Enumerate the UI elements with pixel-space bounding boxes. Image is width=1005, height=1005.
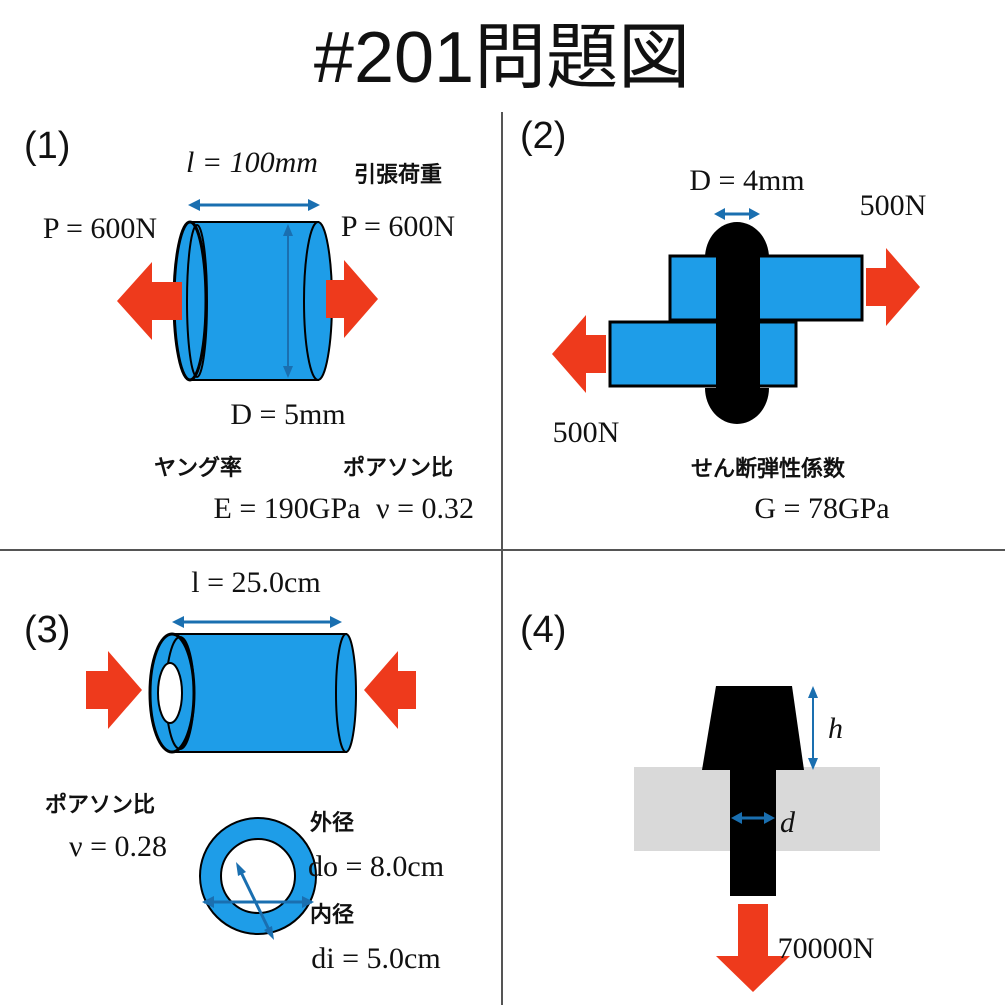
- panel-1-rod-left-face-rim: [186, 224, 208, 378]
- panel-4-bolt-head: [702, 686, 804, 770]
- panel-1-poisson-value: ν = 0.32: [376, 492, 474, 525]
- panel-3-outer-title: 外径: [310, 810, 354, 836]
- panel-2-lower-plate: [608, 320, 798, 388]
- panel-1-load-left: P = 600N: [43, 212, 157, 245]
- panel-3-poisson-title: ポアソン比: [45, 792, 155, 818]
- panel-3-tube-body: [171, 633, 347, 753]
- panel-4-diameter-dim-right-head: [764, 812, 775, 824]
- arrow-left-icon: [117, 262, 182, 340]
- panel-3-poisson-value: ν = 0.28: [69, 830, 167, 863]
- panel-4-diameter-label: d: [780, 806, 796, 839]
- panel-2-diameter-dim-right-head: [749, 208, 760, 220]
- panel-3-length-dim-left-head: [172, 616, 184, 628]
- panel-3-outer-value: do = 8.0cm: [308, 850, 444, 883]
- panel-2-diameter-dim-left-head: [714, 208, 725, 220]
- panel-2-rivet-shank: [716, 256, 760, 388]
- panel-1-young-value: E = 190GPa: [214, 492, 361, 525]
- panel-3-inner-dim-bottom-head: [264, 926, 274, 940]
- arrow-right-icon: [86, 651, 142, 729]
- panel-2: (2) D = 4mm 500N 500N せん断弾性係数 G = 78GPa: [520, 115, 926, 525]
- panel-2-shear-title: せん断弾性係数: [691, 456, 846, 482]
- panel-1: (1) l = 100mm P = 600N 引張荷重 P = 600N D =…: [24, 125, 474, 525]
- panel-4-force-label: 70000N: [778, 932, 875, 965]
- panel-1-diameter-dim-top-head: [283, 224, 293, 236]
- arrow-right-icon: [866, 248, 920, 326]
- panel-4-bolt-shank: [730, 768, 776, 896]
- panel-4: (4) h d 70000N: [520, 609, 880, 992]
- panel-1-rod-body: [189, 221, 319, 381]
- panel-1-young-title: ヤング率: [154, 455, 242, 481]
- panel-3-inner-dim-top-head: [236, 862, 246, 876]
- panel-2-force-right: 500N: [860, 189, 927, 222]
- arrow-down-icon: [716, 904, 790, 992]
- panel-2-rivet-head-bottom: [705, 388, 769, 424]
- panel-1-load-title: 引張荷重: [354, 163, 442, 188]
- panel-1-number: (1): [24, 125, 70, 167]
- panel-1-length-label: l = 100mm: [186, 146, 318, 179]
- panel-1-poisson-title: ポアソン比: [343, 455, 453, 481]
- panel-1-diameter-label: D = 5mm: [230, 398, 345, 431]
- panel-2-shear-value: G = 78GPa: [754, 492, 889, 525]
- panel-3-length-dim-right-head: [330, 616, 342, 628]
- panel-1-diameter-dim-bottom-head: [283, 366, 293, 378]
- panel-3-inner-dim: [236, 865, 274, 937]
- panel-3-inner-title: 内径: [310, 902, 354, 928]
- panel-3-number: (3): [24, 609, 70, 651]
- panel-3-outer-dim-right-head: [302, 896, 314, 908]
- panel-4-number: (4): [520, 609, 566, 651]
- arrow-left-icon: [364, 651, 416, 729]
- panel-2-rivet-head-top: [705, 222, 769, 258]
- arrow-left-icon: [552, 315, 606, 393]
- panel-3: (3) l = 25.0cm ポアソン比 ν = 0.28 外径 do = 8.…: [24, 566, 444, 975]
- page-title: #201問題図: [314, 18, 690, 98]
- panel-1-length-dim-left-head: [188, 199, 200, 211]
- arrow-right-icon: [326, 260, 378, 338]
- panel-3-tube-right-end: [335, 633, 357, 753]
- panel-2-diameter-label: D = 4mm: [689, 164, 804, 197]
- panel-4-height-label: h: [828, 712, 843, 745]
- panel-3-inner-value: di = 5.0cm: [311, 942, 440, 975]
- panel-3-section-inner: [220, 838, 296, 914]
- panel-3-length-label: l = 25.0cm: [191, 566, 320, 599]
- panel-2-number: (2): [520, 115, 566, 157]
- panel-2-upper-plate: [668, 254, 864, 322]
- panel-1-load-right: P = 600N: [341, 210, 455, 243]
- panel-4-diameter-dim-left-head: [731, 812, 742, 824]
- panel-4-height-dim-bottom-head: [808, 758, 818, 770]
- panel-3-outer-dim-left-head: [202, 896, 214, 908]
- panel-4-height-dim-top-head: [808, 686, 818, 698]
- panel-1-length-dim-right-head: [308, 199, 320, 211]
- panel-3-tube-hole: [157, 662, 183, 724]
- panel-2-force-left: 500N: [553, 416, 620, 449]
